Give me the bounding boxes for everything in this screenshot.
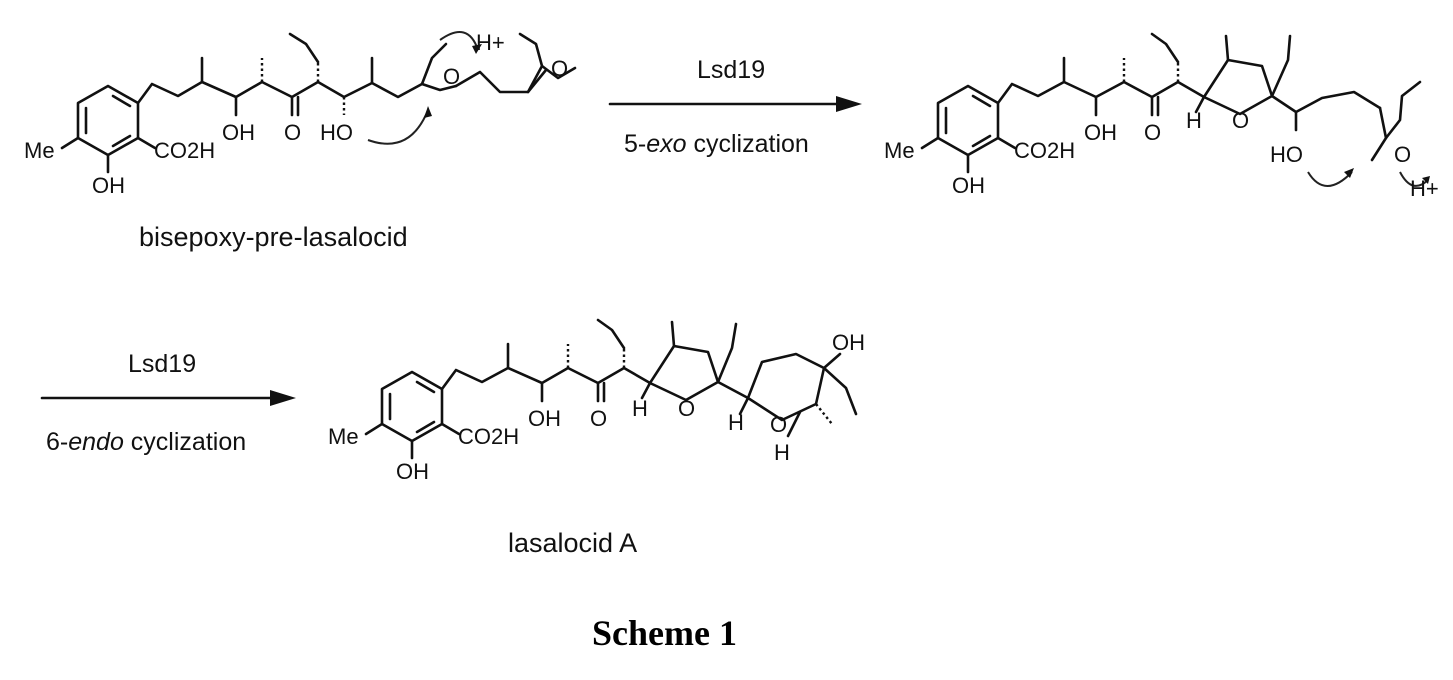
int-label-oh1: OH: [1084, 120, 1117, 145]
curly-arrow-1: [367, 109, 429, 145]
prod-label-co2h: CO2H: [458, 424, 519, 449]
label-oh2: HO: [320, 120, 353, 145]
prod-label-ketone: O: [590, 406, 607, 431]
prod-label-h3: H: [774, 440, 790, 465]
arrow2-reagent: Lsd19: [128, 350, 196, 378]
int-label-ho: HO: [1270, 142, 1303, 167]
int-label-ketone: O: [1144, 120, 1161, 145]
prod-label-h2: H: [728, 410, 744, 435]
prod-label-ring-o1: O: [678, 396, 695, 421]
reaction-arrow-1: Lsd19 5-exo cyclization: [608, 56, 862, 158]
int-label-me: Me: [884, 138, 915, 163]
prod-label-h1: H: [632, 396, 648, 421]
label-epoxide-o2: O: [551, 56, 568, 81]
label-phenol-oh: OH: [92, 173, 125, 198]
label-co2h: CO2H: [154, 138, 215, 163]
arrow1-reagent: Lsd19: [697, 56, 765, 84]
compound-name-start: bisepoxy-pre-lasalocid: [139, 222, 408, 252]
int-label-phenol-oh: OH: [952, 173, 985, 198]
curly-arrow-3: [1307, 171, 1353, 187]
prod-label-phenol-oh: OH: [396, 459, 429, 484]
int-label-co2h: CO2H: [1014, 138, 1075, 163]
arrow1-condition: 5-exo cyclization: [624, 130, 809, 158]
label-ketone: O: [284, 120, 301, 145]
label-oh1: OH: [222, 120, 255, 145]
int-label-proton: H+: [1410, 176, 1439, 201]
structure-lasalocid-a: Me OH CO2H OH O H O H O H OH lasalocid A: [328, 318, 865, 558]
structure-bisepoxy-pre-lasalocid: Me OH CO2H OH O HO O O H+ bisepoxy-pre-l…: [24, 30, 577, 252]
prod-label-oh-ring: OH: [832, 330, 865, 355]
prod-label-oh1: OH: [528, 406, 561, 431]
structure-intermediate: Me OH CO2H OH O H O HO O H+: [884, 32, 1439, 201]
scheme-title: Scheme 1: [592, 613, 737, 653]
int-label-epoxide-o: O: [1394, 142, 1411, 167]
prod-label-me: Me: [328, 424, 359, 449]
int-label-h: H: [1186, 108, 1202, 133]
reaction-arrow-2: Lsd19 6-endo cyclization: [40, 350, 296, 456]
curly-arrow-2: [439, 31, 479, 51]
compound-name-product: lasalocid A: [508, 528, 637, 558]
int-label-ring-o: O: [1232, 108, 1249, 133]
prod-label-ring-o2: O: [770, 412, 787, 437]
arrow2-condition: 6-endo cyclization: [46, 428, 246, 456]
label-epoxide-o: O: [443, 64, 460, 89]
label-me: Me: [24, 138, 55, 163]
curly-arrow-4: [1399, 171, 1429, 187]
label-proton: H+: [476, 30, 505, 55]
